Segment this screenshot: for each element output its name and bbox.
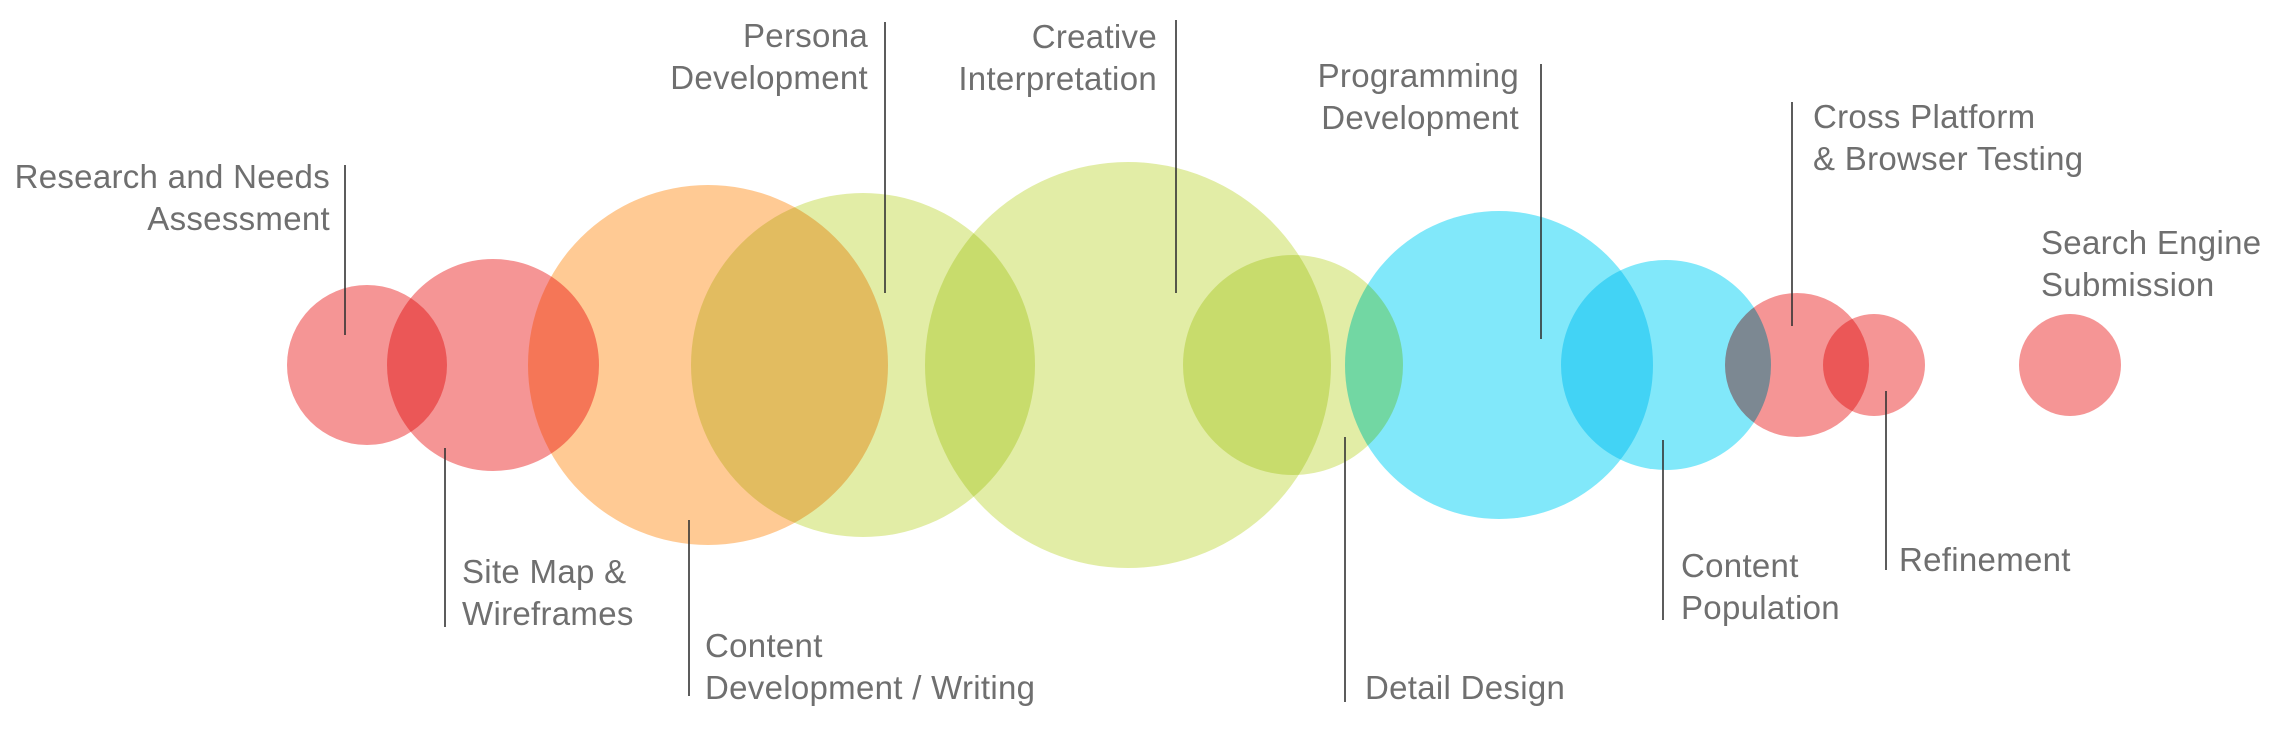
label-search-engine: Search Engine Submission: [2041, 224, 2262, 303]
circle-detail: [1183, 255, 1403, 475]
circle-cross: [1725, 293, 1869, 437]
label-refinement: Refinement: [1899, 541, 2071, 578]
leader-lines-layer: [344, 20, 1887, 702]
circles-layer: [287, 162, 2121, 568]
label-creative: Creative Interpretation: [958, 18, 1157, 97]
label-programming: Programming Development: [1317, 57, 1519, 136]
label-content-development: Content Development / Writing: [705, 627, 1036, 706]
label-persona: Persona Development: [670, 17, 868, 96]
label-detail-design: Detail Design: [1365, 669, 1566, 706]
label-research: Research and Needs Assessment: [14, 158, 330, 237]
label-sitemap: Site Map & Wireframes: [462, 553, 634, 632]
circle-creative: [925, 162, 1331, 568]
circle-population: [1561, 260, 1771, 470]
label-content-population: Content Population: [1681, 547, 1840, 626]
circle-refinement: [1823, 314, 1925, 416]
label-cross-platform: Cross Platform & Browser Testing: [1813, 98, 2084, 177]
circle-programming: [1345, 211, 1653, 519]
circle-search: [2019, 314, 2121, 416]
